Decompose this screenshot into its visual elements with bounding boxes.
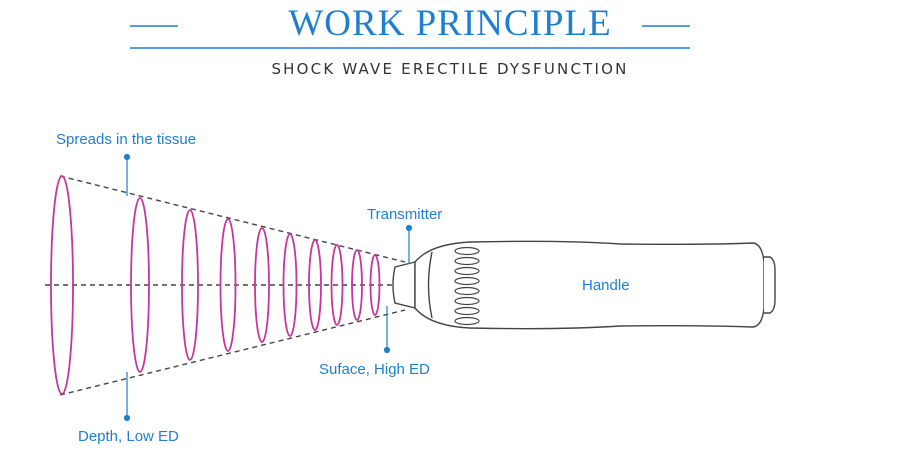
wave-front: [130, 197, 150, 373]
wave-front: [282, 233, 298, 337]
page-title: WORK PRINCIPLE: [288, 3, 612, 44]
wave-front: [181, 209, 199, 361]
vent-slot: [454, 256, 480, 266]
vent-slot: [454, 286, 480, 296]
transmitter-cap: [392, 261, 416, 309]
wave-front: [330, 244, 344, 326]
vent-slot: [454, 316, 480, 326]
vent-slot: [454, 306, 480, 316]
label-spreads-in-tissue: Spreads in the tissue: [56, 131, 197, 148]
callouts: [123, 153, 413, 422]
vent-slot: [454, 246, 480, 256]
label-handle: Handle: [582, 277, 630, 294]
wave-front: [254, 227, 270, 343]
collar-line: [427, 251, 433, 319]
wave-front: [50, 175, 74, 395]
spreads-dot: [123, 153, 131, 161]
wave-front: [369, 254, 381, 316]
wave-front: [308, 239, 322, 331]
vent-slot: [454, 266, 480, 276]
label-depth-low-ed: Depth, Low ED: [78, 428, 179, 445]
label-transmitter: Transmitter: [367, 206, 443, 223]
vent-slot: [454, 276, 480, 286]
surface-dot: [383, 346, 391, 354]
header-rules: [130, 25, 690, 49]
wave-fronts: [50, 175, 381, 395]
vent-slot: [454, 296, 480, 306]
wave-front: [219, 218, 237, 352]
wave-cone: [45, 175, 418, 396]
cone-bottom-edge: [59, 309, 406, 396]
label-surface-high-ed: Suface, High ED: [319, 361, 430, 378]
cone-top-edge: [59, 175, 406, 263]
wave-front: [351, 249, 363, 321]
transmitter-dot: [405, 224, 413, 232]
end-cap: [764, 256, 776, 314]
depth-dot: [123, 414, 131, 422]
shockwave-handpiece: [392, 240, 776, 330]
page-subtitle: SHOCK WAVE ERECTILE DYSFUNCTION: [271, 60, 629, 78]
grip-vents: [454, 246, 480, 326]
